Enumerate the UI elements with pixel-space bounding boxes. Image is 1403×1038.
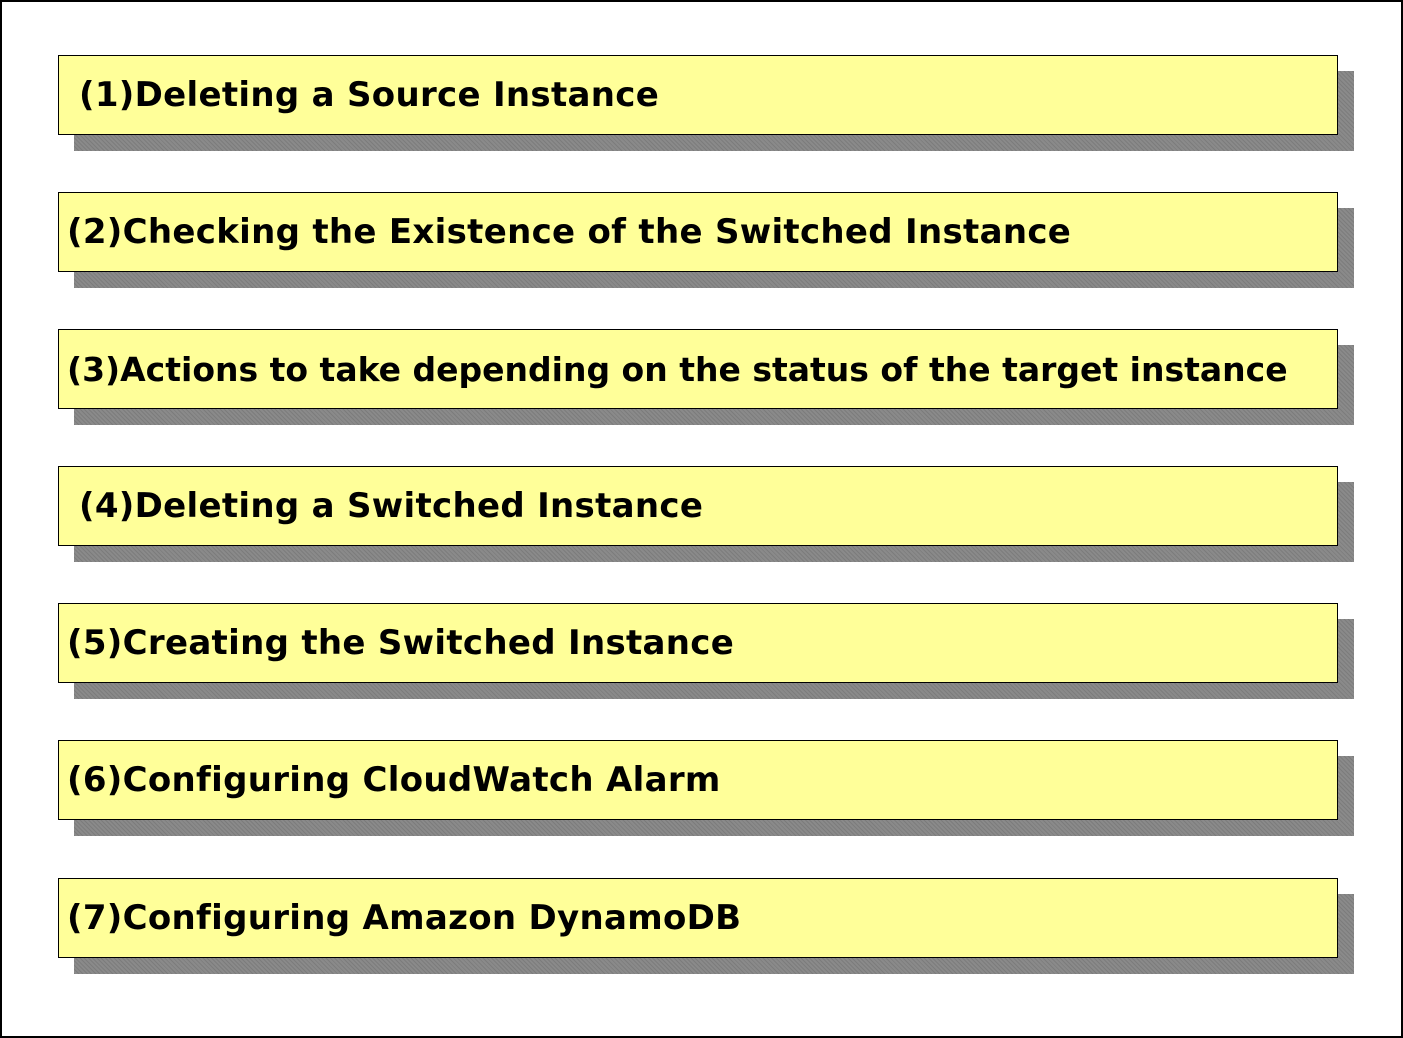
step-3: (3)Actions to take depending on the stat… — [58, 329, 1354, 425]
step-4-label: (4)Deleting a Switched Instance — [79, 486, 704, 526]
step-2-label: (2)Checking the Existence of the Switche… — [67, 212, 1072, 252]
step-3-box: (3)Actions to take depending on the stat… — [58, 329, 1338, 409]
step-7-label: (7)Configuring Amazon DynamoDB — [67, 898, 742, 938]
step-6: (6)Configuring CloudWatch Alarm — [58, 740, 1354, 836]
step-2: (2)Checking the Existence of the Switche… — [58, 192, 1354, 288]
step-7: (7)Configuring Amazon DynamoDB — [58, 878, 1354, 974]
step-4-box: (4)Deleting a Switched Instance — [58, 466, 1338, 546]
step-4: (4)Deleting a Switched Instance — [58, 466, 1354, 562]
step-5-box: (5)Creating the Switched Instance — [58, 603, 1338, 683]
step-1-box: (1)Deleting a Source Instance — [58, 55, 1338, 135]
step-6-label: (6)Configuring CloudWatch Alarm — [67, 760, 721, 800]
step-1: (1)Deleting a Source Instance — [58, 55, 1354, 151]
step-5-label: (5)Creating the Switched Instance — [67, 623, 735, 663]
step-2-box: (2)Checking the Existence of the Switche… — [58, 192, 1338, 272]
step-3-label: (3)Actions to take depending on the stat… — [67, 349, 1288, 389]
step-1-label: (1)Deleting a Source Instance — [79, 75, 660, 115]
step-7-box: (7)Configuring Amazon DynamoDB — [58, 878, 1338, 958]
step-6-box: (6)Configuring CloudWatch Alarm — [58, 740, 1338, 820]
step-5: (5)Creating the Switched Instance — [58, 603, 1354, 699]
